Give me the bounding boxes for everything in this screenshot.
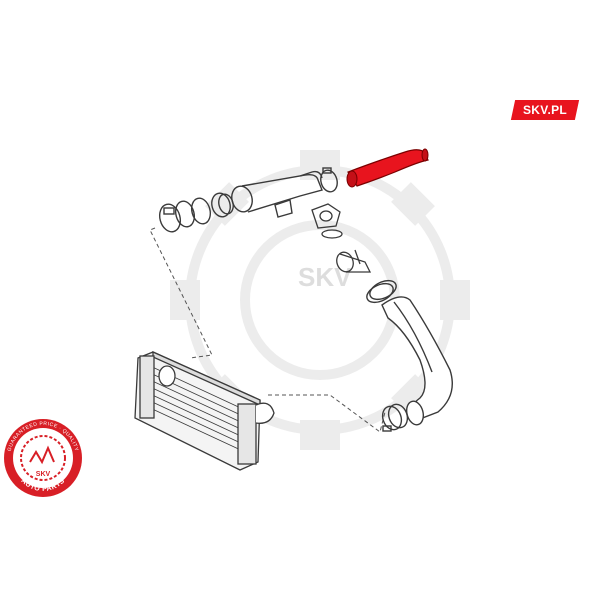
red-intercooler-hose	[346, 148, 429, 188]
skv-auto-parts-seal-icon: SKV GUARANTEED PRICE · QUALITY AUTO PART…	[4, 419, 82, 497]
lower-intercooler-hose	[381, 296, 453, 426]
flange-adapter	[311, 203, 343, 239]
seal-center-text: SKV	[36, 471, 51, 478]
hose-clamp-bottom	[381, 403, 409, 432]
hose-clamp-upper	[320, 167, 338, 193]
intercooler	[134, 350, 275, 471]
watermark-text: SKV	[298, 262, 352, 292]
brand-badge: SKV.PL	[510, 100, 580, 120]
hose-clamp-lower-top	[366, 279, 397, 304]
charge-air-pipe	[231, 170, 323, 218]
leader-lines	[149, 227, 386, 433]
hose-clamps-left	[158, 192, 234, 233]
brand-label: SKV.PL	[522, 103, 568, 117]
throttle-connector	[336, 249, 372, 273]
